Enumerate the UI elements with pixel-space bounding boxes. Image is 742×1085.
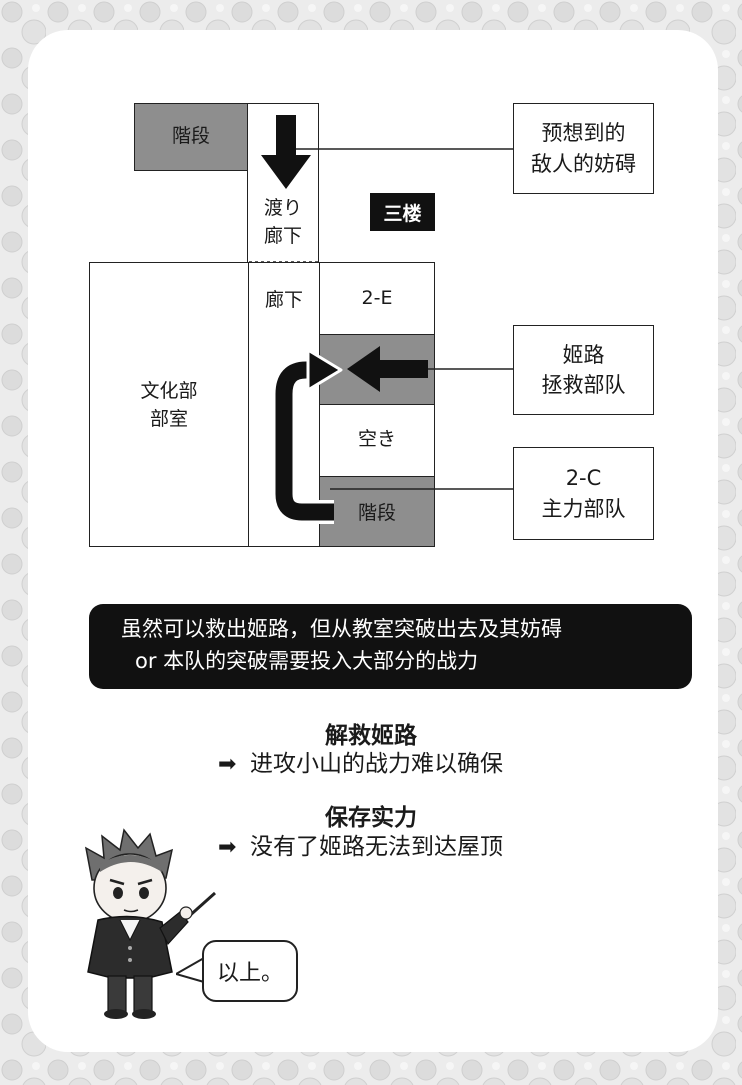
arrow-right-icon: ➡ <box>218 835 237 860</box>
corridor-bridge-label: 渡り 廊下 <box>263 197 302 247</box>
outcome-title-2: 保存实力 <box>325 805 417 831</box>
arrow-right-icon: ➡ <box>218 752 237 777</box>
outcome-result-2: ➡ 没有了姬路无法到达屋顶 <box>218 827 503 861</box>
room-culture-club <box>89 262 249 547</box>
outcome-result-1-text: 进攻小山的战力难以确保 <box>250 751 503 777</box>
room-stairs-top-label: 階段 <box>171 125 210 147</box>
note-main-force: 2-C 主力部队 <box>513 447 654 540</box>
room-2e-label: 2-E <box>361 287 393 309</box>
room-stairs-bottom-label: 階段 <box>357 502 396 524</box>
room-stairs-top <box>134 103 248 171</box>
room-himeji-classroom <box>319 334 435 405</box>
corridor-label: 廊下 <box>264 289 303 311</box>
banner-line-2: or 本队的突破需要投入大部分的战力 <box>135 648 479 673</box>
banner-line-1: 虽然可以救出姬路，但从教室突破出去及其妨碍 <box>121 617 562 641</box>
room-vacant <box>319 404 435 477</box>
note-rescue-team: 姬路 拯救部队 <box>513 325 654 415</box>
room-culture-club-label: 文化部 部室 <box>140 380 198 430</box>
outcome-result-1: ➡ 进攻小山的战力难以确保 <box>218 744 503 778</box>
note-enemy-interference: 预想到的 敌人的妨碍 <box>513 103 654 194</box>
room-vacant-label: 空き <box>357 428 396 450</box>
floor-badge: 三楼 <box>370 193 435 231</box>
room-stairs-bottom <box>319 476 435 547</box>
summary-banner: 虽然可以救出姬路，但从教室突破出去及其妨碍 or 本队的突破需要投入大部分的战力 <box>89 604 692 689</box>
outcome-title-1: 解救姬路 <box>325 723 417 749</box>
speech-bubble: 以上。 <box>202 940 298 1002</box>
room-2e <box>319 262 435 335</box>
outcome-result-2-text: 没有了姬路无法到达屋顶 <box>250 834 503 860</box>
